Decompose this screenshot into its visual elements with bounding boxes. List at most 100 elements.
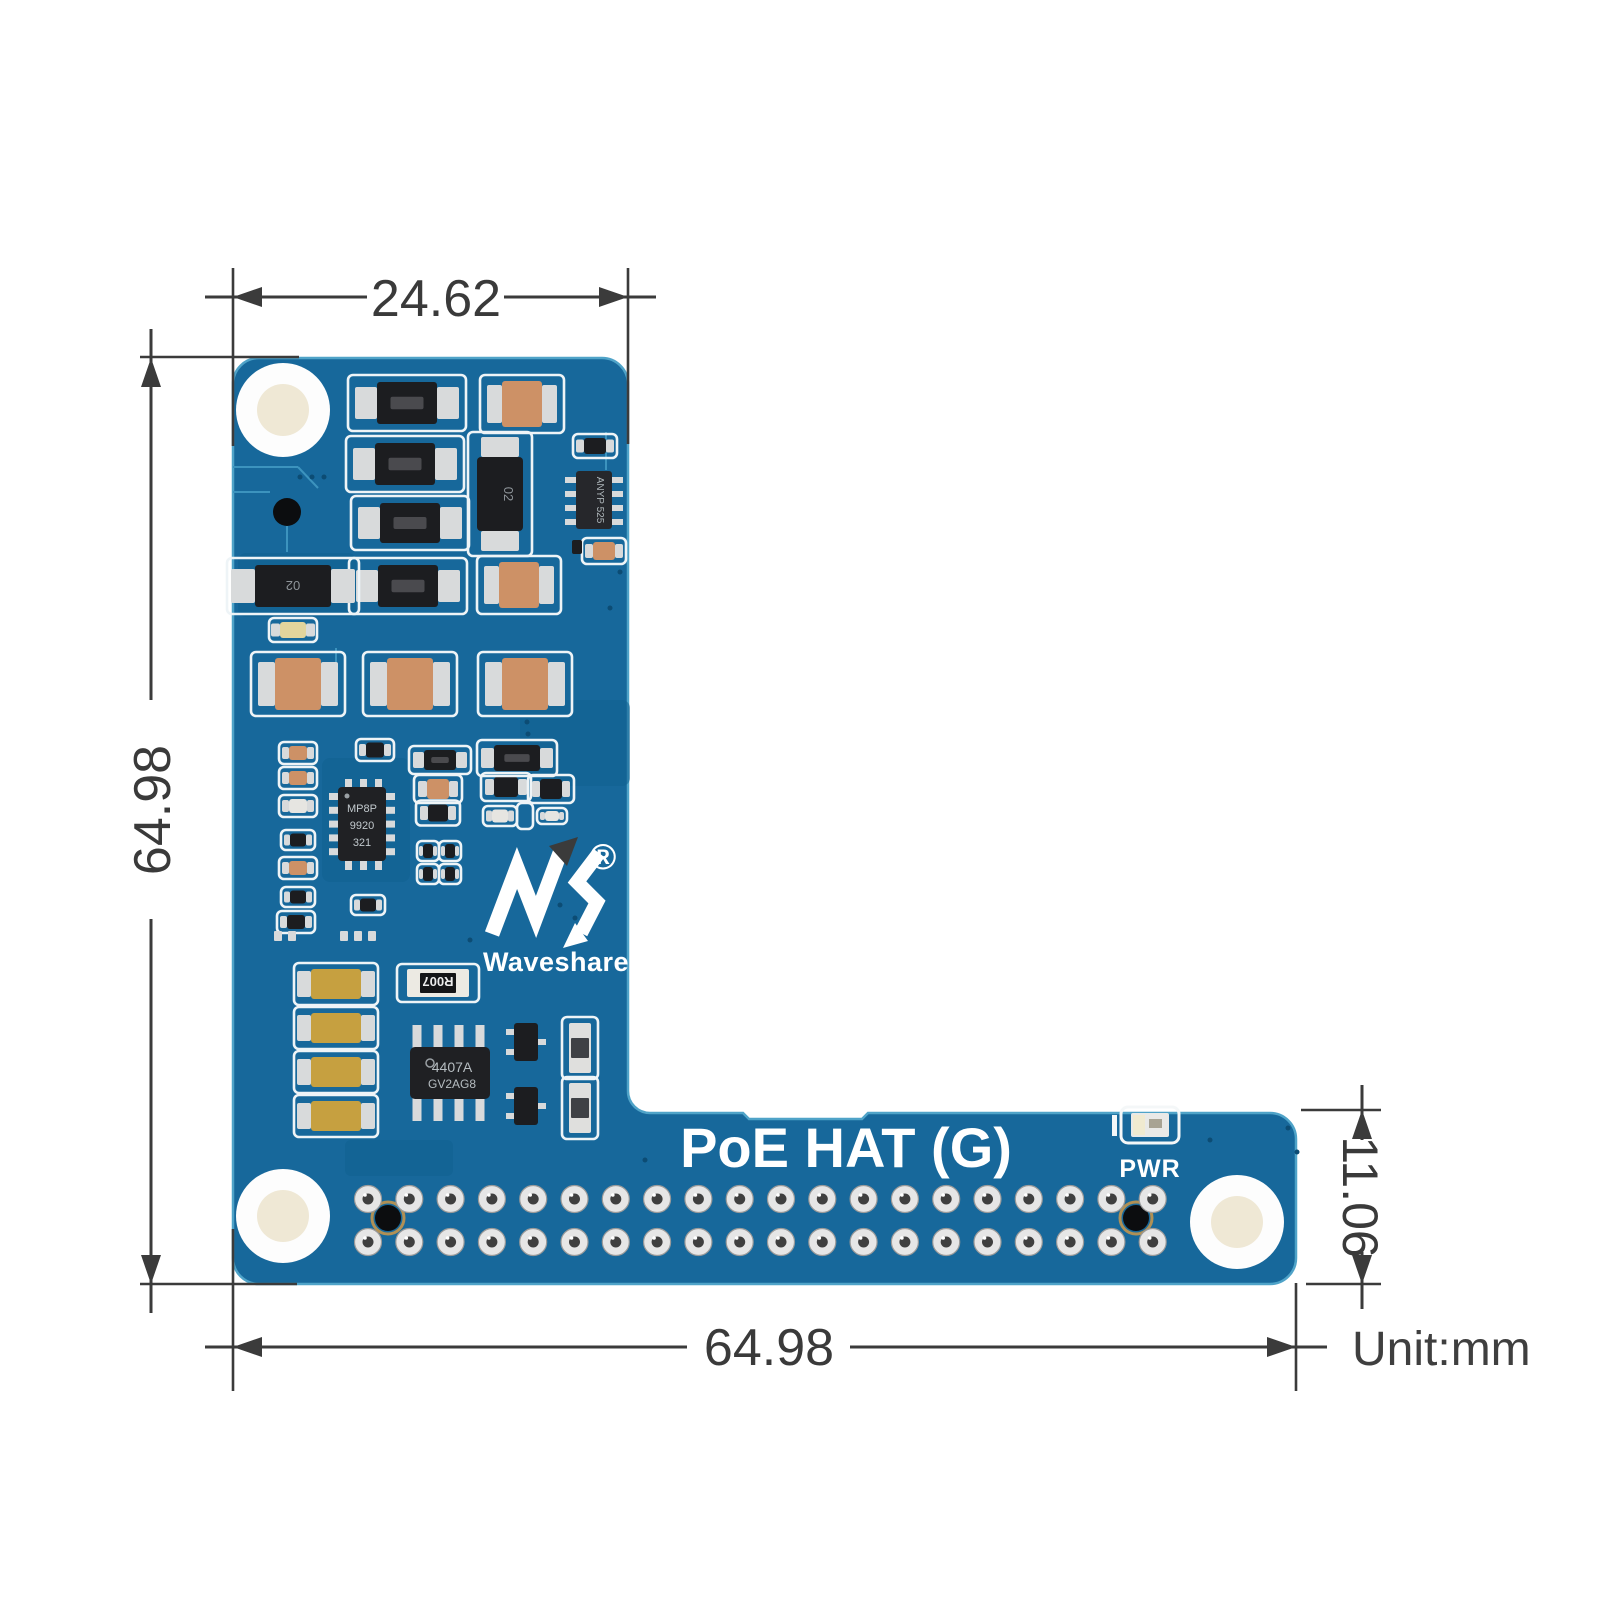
gpio-pin-highlight bbox=[611, 1236, 615, 1240]
qfn-pin bbox=[386, 834, 395, 842]
sot23-leg bbox=[506, 1113, 515, 1119]
silkscreen-outline bbox=[466, 430, 534, 558]
gpio-pin-highlight bbox=[776, 1193, 780, 1197]
soic-pin bbox=[612, 491, 623, 497]
component-pad bbox=[307, 800, 314, 812]
component-pad bbox=[540, 812, 545, 820]
inductor bbox=[477, 457, 523, 531]
silkscreen-outline bbox=[361, 650, 459, 718]
resistor-band bbox=[571, 1038, 589, 1058]
dimension-annotations: 24.62 64.98 64.98 11.06 bbox=[124, 268, 1531, 1391]
mosfet-pin bbox=[433, 1025, 443, 1049]
qfn-pin bbox=[345, 861, 352, 870]
component-pad bbox=[449, 781, 458, 797]
component-pad bbox=[485, 662, 502, 706]
component-pad bbox=[306, 623, 315, 637]
qfn-pin bbox=[375, 861, 382, 870]
component-marking-smudge bbox=[388, 457, 422, 471]
component-pad bbox=[359, 744, 366, 756]
waveshare-logo: ® Waveshare bbox=[483, 836, 629, 977]
soic-chip-top bbox=[576, 471, 612, 529]
component-pad bbox=[354, 899, 360, 911]
solder-pad bbox=[340, 931, 348, 941]
sot23-leg bbox=[537, 1103, 546, 1109]
gpio-pin-highlight bbox=[363, 1236, 367, 1240]
gpio-pin-highlight bbox=[858, 1236, 863, 1240]
qfn-pin1-dot bbox=[344, 793, 350, 799]
component-pad bbox=[321, 662, 338, 706]
gpio-pin-highlight bbox=[528, 1236, 532, 1240]
via bbox=[467, 937, 473, 943]
smd-component bbox=[423, 867, 433, 881]
led-silkscreen-box bbox=[1119, 1105, 1181, 1145]
component-pad bbox=[384, 744, 391, 756]
component-pad bbox=[518, 779, 527, 795]
gpio-pin-highlight bbox=[693, 1193, 698, 1197]
component-pad bbox=[540, 748, 553, 768]
qfn-pin bbox=[329, 793, 338, 800]
dimension-left-value: 64.98 bbox=[124, 745, 182, 875]
logo-hook-stroke bbox=[567, 848, 606, 937]
component-pad bbox=[532, 781, 540, 797]
soic-pin bbox=[565, 519, 576, 525]
smd-component bbox=[360, 898, 376, 912]
component-pad bbox=[559, 812, 564, 820]
component-pad bbox=[455, 846, 459, 856]
sot23-leg bbox=[506, 1093, 515, 1099]
dimension-bottom-width: 64.98 bbox=[205, 1229, 1327, 1391]
power-led: PWR bbox=[1112, 1105, 1181, 1183]
component-pad bbox=[361, 1015, 375, 1041]
gpio-pin-highlight bbox=[941, 1236, 945, 1240]
component-pad bbox=[433, 869, 437, 879]
component-pad bbox=[548, 662, 565, 706]
qfn-pin bbox=[386, 806, 395, 814]
sot23-leg bbox=[537, 1039, 546, 1045]
capacitor bbox=[427, 779, 449, 799]
sot23-transistor bbox=[514, 1087, 538, 1125]
component-marking-smudge bbox=[431, 757, 449, 763]
qfn-pin bbox=[329, 806, 338, 814]
component-pad bbox=[282, 862, 289, 874]
diode-marking: 02 bbox=[286, 578, 300, 593]
capacitor bbox=[311, 1057, 361, 1087]
gpio-pin-highlight bbox=[652, 1193, 656, 1197]
component-pad bbox=[282, 747, 289, 759]
component-pad bbox=[435, 448, 457, 480]
silkscreen-outline bbox=[279, 828, 317, 852]
unit-label: Unit:mm bbox=[1352, 1323, 1531, 1376]
gpio-pin-highlight bbox=[941, 1193, 945, 1197]
gpio-pin-highlight bbox=[900, 1193, 904, 1197]
component-pad bbox=[481, 748, 494, 768]
gpio-pin-highlight bbox=[569, 1236, 574, 1240]
smd-component bbox=[494, 777, 518, 797]
dimension-bottom-value: 64.98 bbox=[704, 1319, 834, 1377]
via bbox=[297, 474, 303, 480]
arrow-left-icon bbox=[233, 287, 262, 307]
component-pad bbox=[356, 570, 378, 602]
arrow-left-icon bbox=[233, 1337, 262, 1357]
silkscreen-outline bbox=[407, 744, 473, 776]
gpio-pin-highlight bbox=[900, 1236, 904, 1240]
component-pad bbox=[307, 772, 314, 784]
component-pad bbox=[297, 1059, 311, 1085]
smd-component bbox=[445, 844, 455, 858]
silkscreen-outline bbox=[476, 650, 574, 718]
arrow-right-icon bbox=[1267, 1337, 1296, 1357]
gpio-pin-highlight bbox=[817, 1193, 822, 1197]
silkscreen-outline bbox=[475, 738, 559, 778]
component-pad bbox=[361, 1103, 375, 1129]
mosfet-marking-line1: 4407A bbox=[432, 1059, 473, 1075]
gpio-pin-highlight bbox=[445, 1236, 450, 1240]
smd-component bbox=[540, 779, 562, 799]
qfn-pin bbox=[329, 834, 338, 842]
arrow-right-icon bbox=[599, 287, 628, 307]
smd-component bbox=[492, 809, 508, 823]
component-pad bbox=[440, 507, 462, 539]
component-pad bbox=[361, 1059, 375, 1085]
silkscreen-outline bbox=[277, 765, 319, 791]
component-pad bbox=[305, 916, 312, 928]
component-pad bbox=[484, 566, 499, 604]
smd-component bbox=[572, 540, 582, 554]
silkscreen-outline bbox=[267, 616, 319, 644]
